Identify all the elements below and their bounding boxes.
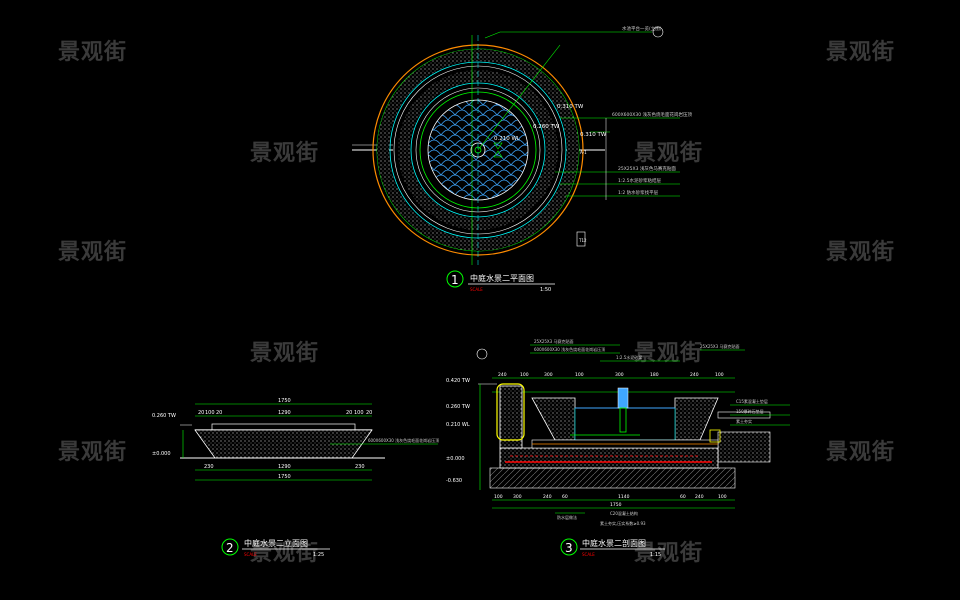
watermark: 景观街 (634, 541, 704, 566)
elev-dim-top: 1750 (278, 398, 291, 404)
sec-note-bot-2: 素土夯实,压实系数≥0.93 (600, 520, 646, 526)
plan-note-1: 600X600X30 浅灰色烧毛面花岗岩压顶 (612, 111, 692, 118)
plan-note-3: 1:2.5水泥砂浆粘结层 (618, 177, 662, 184)
elev-dim-bm: 1290 (278, 464, 291, 470)
plan-note-0: 水池平台一览(立图) (622, 25, 662, 32)
sec-note-right-2: 素土夯实 (736, 418, 752, 424)
sec-dim-bot-6: 240 (695, 494, 704, 500)
sec-note-top-1: 600X600X30 浅灰色烧毛面花岗岩压顶 (534, 346, 605, 352)
sec-scale-tag: SCALE (582, 552, 595, 557)
elev-dim-bl: 230 (204, 464, 214, 470)
elev-dim-5: 100 (354, 410, 364, 416)
plan-view: 0.310 TW 0.310 TW 0.260 TW 0.210 WL 水池平台… (352, 25, 692, 293)
elev-dim-3: 1290 (278, 410, 291, 416)
plan-number: 1 (451, 273, 459, 287)
sec-dim-bot-5: 60 (680, 494, 686, 500)
elev-title: 中庭水景二立面图 (244, 538, 308, 548)
sec-note-top-3: 25X25X3 马赛克贴面 (700, 343, 739, 349)
sec-note-top-2: 1:2.5水泥砂浆 (616, 354, 642, 360)
elev-dim-4: 20 (346, 410, 352, 416)
sec-note-bot-1: C20混凝土结构 (610, 510, 638, 516)
sec-note-right-1: 150厚碎石垫层 (736, 408, 764, 414)
sec-level-3: ±0.000 (446, 456, 465, 462)
sec-note-top-0: 25X25X3 马赛克贴面 (534, 338, 573, 344)
plan-scale: 1:50 (540, 287, 551, 293)
sec-dim-top-3: 100 (575, 372, 584, 378)
sec-note-right-0: C15素混凝土垫层 (736, 398, 768, 404)
sec-dim-top-2: 300 (544, 372, 553, 378)
elev-number: 2 (226, 541, 234, 555)
sec-number: 3 (565, 541, 573, 555)
plan-label-d2: A-1 (580, 150, 587, 155)
sec-scale: 1:15 (650, 552, 661, 558)
sec-level-1: 0.260 TW (446, 404, 470, 410)
sec-dim-top-0: 240 (498, 372, 507, 378)
elev-level-0: 0.260 TW (152, 413, 176, 419)
watermark: 景观街 (826, 440, 896, 465)
elev-scale: 1:25 (313, 552, 324, 558)
sec-dim-bot-4: 1140 (618, 494, 630, 500)
elev-dim-0: 20 (198, 410, 204, 416)
sec-dim-bot-7: 100 (718, 494, 727, 500)
sec-level-4: -0.630 (446, 478, 462, 484)
section-view: 240 100 300 100 300 180 240 100 (446, 338, 790, 558)
elev-dim-1: 100 (205, 410, 215, 416)
watermark: 景观街 (634, 341, 704, 366)
sec-dim-top-5: 180 (650, 372, 659, 378)
sec-dim-bot-2: 240 (543, 494, 552, 500)
sec-dim-bot-3: 60 (562, 494, 568, 500)
elev-dim-2: 20 (216, 410, 222, 416)
plan-title: 中庭水景二平面图 (470, 273, 534, 283)
elev-note: 600X600X30 浅灰色烧毛面花岗岩压顶 (368, 437, 439, 443)
watermark: 景观街 (58, 40, 128, 65)
plan-level-4: 0.210 WL (494, 136, 521, 142)
watermark: 景观街 (250, 141, 320, 166)
watermark: 景观街 (826, 240, 896, 265)
watermark: 景观街 (58, 240, 128, 265)
sec-level-0: 0.420 TW (446, 378, 470, 384)
watermark: 景观街 (826, 40, 896, 65)
sec-dim-bot-0: 100 (494, 494, 503, 500)
sec-dim-top-6: 240 (690, 372, 699, 378)
watermark: 景观街 (250, 541, 320, 566)
sec-dim-top-7: 100 (715, 372, 724, 378)
plan-level-1: 0.310 TW (557, 104, 584, 110)
sec-dim-bot-1: 300 (513, 494, 522, 500)
watermark: 景观街 (250, 341, 320, 366)
plan-note-2: 25X25X3 浅灰色马赛克贴面 (618, 165, 676, 172)
sec-title: 中庭水景二剖面图 (582, 538, 646, 548)
sec-dim-total: 1750 (610, 502, 622, 508)
watermark: 景观街 (634, 141, 704, 166)
sec-dim-top-1: 100 (520, 372, 529, 378)
elevation-view: 1750 20 100 20 1290 20 100 20 0.260 TW ±… (152, 398, 439, 558)
watermark: 景观街 (58, 440, 128, 465)
elev-dim-total: 1750 (278, 474, 291, 480)
elev-scale-tag: SCALE (244, 552, 257, 557)
elev-dim-br: 230 (355, 464, 365, 470)
sec-note-bot-0: 防水层做法 (557, 514, 577, 520)
plan-level-3: 0.260 TW (533, 124, 560, 130)
plan-level-2: 0.310 TW (580, 132, 607, 138)
plan-note-4: 1:2 防水砂浆找平层 (618, 189, 659, 196)
elev-dim-6: 20 (366, 410, 372, 416)
elev-level-1: ±0.000 (152, 451, 171, 457)
sec-dim-top-4: 300 (615, 372, 624, 378)
plan-scale-tag: SCALE (470, 287, 483, 292)
sec-level-2: 0.210 WL (446, 422, 470, 428)
plan-label-d1: T12 (578, 238, 587, 243)
